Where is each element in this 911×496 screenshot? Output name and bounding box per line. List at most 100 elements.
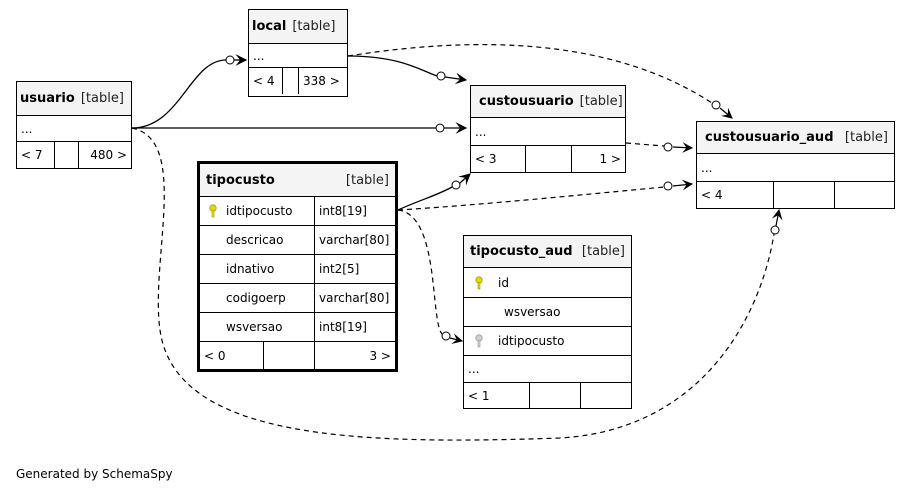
column-name: wsversao bbox=[226, 320, 283, 334]
children-count[interactable]: < 4 bbox=[253, 74, 275, 88]
generated-by-footer: Generated by SchemaSpy bbox=[16, 467, 173, 481]
children-count[interactable]: < 0 bbox=[204, 348, 226, 363]
parents-count bbox=[282, 68, 298, 94]
edge-usuario-local-circle bbox=[225, 55, 235, 65]
row-count bbox=[834, 182, 894, 208]
column-name: idtipocusto bbox=[226, 204, 293, 218]
table-header: usuario [table] bbox=[17, 82, 131, 116]
edge-local-custousuario bbox=[347, 55, 438, 77]
children-count[interactable]: < 3 bbox=[475, 152, 497, 166]
table-header: custousuario [table] bbox=[471, 86, 625, 118]
column-row[interactable]: id bbox=[464, 268, 631, 298]
table-header: tipocusto_aud [table] bbox=[464, 236, 631, 268]
column-name: idtipocusto bbox=[498, 334, 565, 348]
row-count: 1 > bbox=[571, 146, 625, 172]
row-count: 480 > bbox=[78, 142, 131, 168]
column-name-cell: idtipocusto bbox=[200, 197, 314, 225]
children-count[interactable]: < 1 bbox=[468, 388, 490, 403]
column-type: int8[19] bbox=[314, 197, 395, 225]
edge-tipocusto-custousuario_aud-circle bbox=[663, 181, 673, 191]
table-header: local [table] bbox=[249, 10, 347, 44]
stats-row: < 3 1 > bbox=[471, 146, 625, 172]
ellipsis-text: ... bbox=[468, 362, 480, 376]
row-count: 3 > bbox=[314, 342, 395, 369]
edge-usuario-custousuario_aud bbox=[131, 127, 775, 441]
column-name: wsversao bbox=[504, 305, 561, 319]
parents-count bbox=[525, 146, 571, 172]
children-count[interactable]: < 7 bbox=[21, 148, 43, 162]
ellipsis-row: ... bbox=[697, 154, 894, 182]
table-kind: [table] bbox=[80, 91, 124, 106]
row-count: 338 > bbox=[298, 68, 347, 94]
column-type: int2[5] bbox=[314, 255, 395, 283]
table-name: tipocusto_aud bbox=[470, 244, 573, 259]
stats-row: < 1 bbox=[464, 383, 631, 408]
table-kind: [table] bbox=[579, 94, 623, 109]
parents-count bbox=[529, 383, 580, 408]
table-name: usuario bbox=[20, 91, 75, 106]
table-name: tipocusto bbox=[206, 172, 275, 188]
edge-tipocusto-tipocusto_aud bbox=[397, 209, 443, 335]
children-count[interactable]: < 4 bbox=[701, 188, 723, 202]
ellipsis-text: ... bbox=[253, 48, 265, 63]
column-row[interactable]: idtipocusto bbox=[464, 327, 631, 356]
stats-row: < 4 338 > bbox=[249, 68, 347, 94]
column-row[interactable]: wsversao int8[19] bbox=[200, 313, 395, 342]
column-row[interactable]: descricao varchar[80] bbox=[200, 226, 395, 255]
foreign-key-icon bbox=[475, 334, 483, 348]
stats-row: < 0 3 > bbox=[200, 342, 395, 369]
ellipsis-row: ... bbox=[249, 44, 347, 68]
column-row[interactable]: codigoerp varchar[80] bbox=[200, 284, 395, 313]
ellipsis-text: ... bbox=[475, 124, 487, 139]
table-custousuario_aud[interactable]: custousuario_aud [table] ... < 4 bbox=[696, 121, 895, 209]
edge-usuario-custousuario-circle bbox=[435, 123, 445, 133]
table-tipocusto_aud[interactable]: tipocusto_aud [table] id wsversao idtipo… bbox=[463, 235, 632, 409]
parents-count bbox=[263, 342, 314, 369]
table-kind: [table] bbox=[345, 172, 389, 188]
column-name: idnativo bbox=[226, 262, 275, 276]
table-name: local bbox=[252, 19, 287, 34]
ellipsis-row: ... bbox=[471, 118, 625, 146]
column-row[interactable]: idnativo int2[5] bbox=[200, 255, 395, 284]
table-header: tipocusto [table] bbox=[200, 164, 395, 197]
column-type: varchar[80] bbox=[314, 284, 395, 312]
edge-tipocusto-custousuario bbox=[397, 186, 453, 211]
primary-key-icon bbox=[209, 204, 217, 218]
parents-count bbox=[773, 182, 834, 208]
ellipsis-row: ... bbox=[464, 356, 631, 383]
table-tipocusto[interactable]: tipocusto [table] idtipocusto int8[19] d… bbox=[197, 161, 398, 372]
edge-tipocusto-custousuario-circle bbox=[451, 180, 461, 190]
column-name-cell: idtipocusto bbox=[464, 327, 631, 355]
parents-count bbox=[54, 142, 78, 168]
column-name-cell: id bbox=[464, 268, 631, 297]
ellipsis-text: ... bbox=[701, 160, 713, 175]
stats-row: < 7 480 > bbox=[17, 142, 131, 168]
table-local[interactable]: local [table] ... < 4 338 > bbox=[248, 9, 348, 97]
primary-key-icon bbox=[475, 275, 483, 289]
ellipsis-row: ... bbox=[17, 116, 131, 142]
edge-tipocusto-tipocusto_aud-circle bbox=[441, 331, 451, 341]
column-name: codigoerp bbox=[226, 291, 286, 305]
edge-tipocusto-custousuario_aud bbox=[397, 186, 665, 211]
edge-usuario-local bbox=[131, 59, 227, 129]
table-usuario[interactable]: usuario [table] ... < 7 480 > bbox=[16, 81, 132, 169]
column-name: id bbox=[498, 275, 509, 290]
table-header: custousuario_aud [table] bbox=[697, 122, 894, 154]
table-kind: [table] bbox=[581, 244, 625, 259]
edge-custousuario-custousuario_aud bbox=[625, 142, 665, 147]
table-name: custousuario bbox=[479, 94, 574, 109]
column-row[interactable]: wsversao bbox=[464, 298, 631, 327]
column-type: int8[19] bbox=[314, 313, 395, 341]
table-kind: [table] bbox=[292, 19, 336, 34]
ellipsis-text: ... bbox=[21, 121, 33, 136]
edge-local-custousuario-circle bbox=[436, 71, 446, 81]
column-name: descricao bbox=[226, 233, 284, 247]
edge-custousuario-custousuario_aud-circle bbox=[663, 142, 673, 152]
row-count bbox=[580, 383, 631, 408]
stats-row: < 4 bbox=[697, 182, 894, 208]
table-name: custousuario_aud bbox=[705, 130, 834, 145]
column-row[interactable]: idtipocusto int8[19] bbox=[200, 197, 395, 226]
table-custousuario[interactable]: custousuario [table] ... < 3 1 > bbox=[470, 85, 626, 173]
column-type: varchar[80] bbox=[314, 226, 395, 254]
